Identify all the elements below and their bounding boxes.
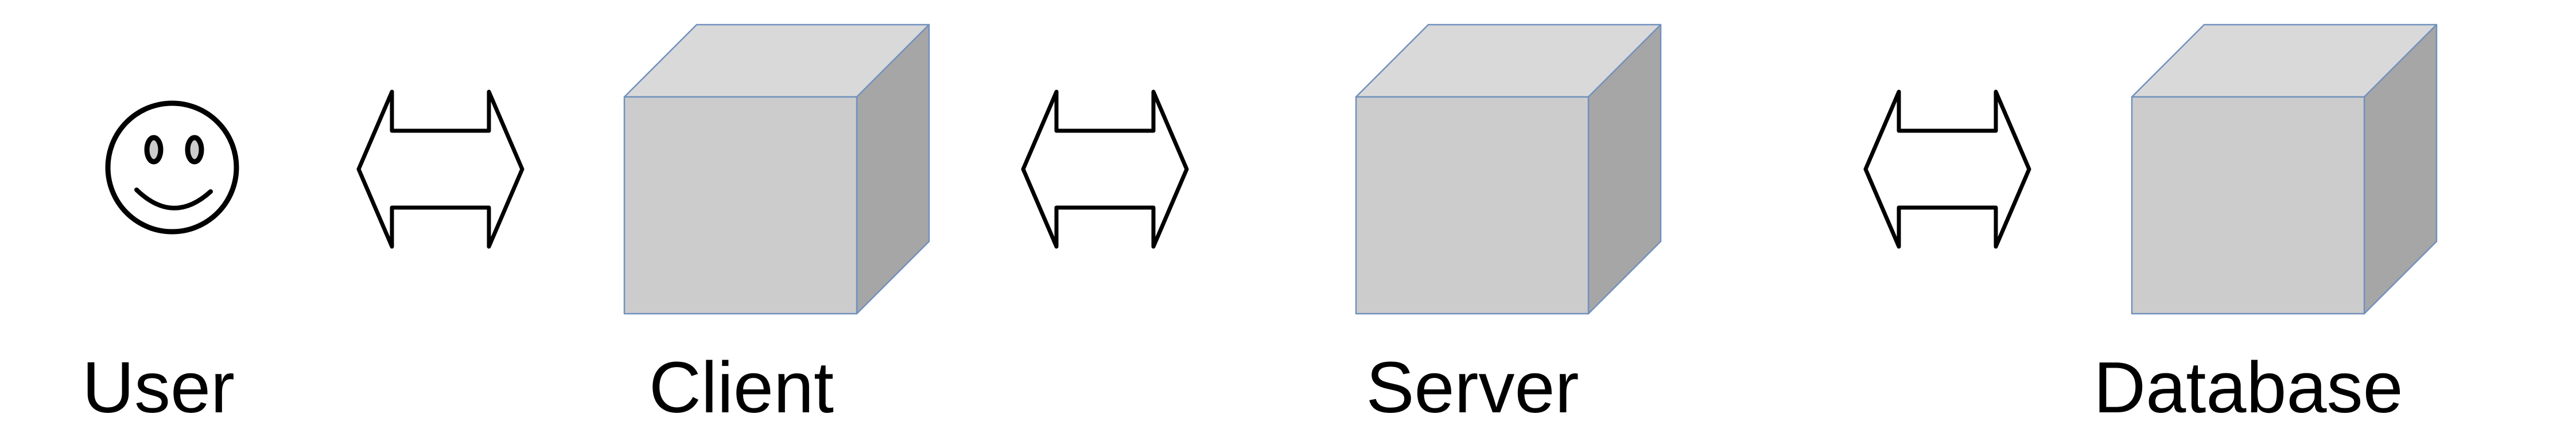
smiley-face-icon	[105, 100, 239, 235]
cube-server-front-face	[1355, 96, 1590, 315]
double-arrow-server-database-icon	[1863, 89, 2031, 249]
cube-client-front-face	[623, 96, 858, 315]
node-server	[1355, 24, 1662, 315]
node-label-database: Database	[2093, 347, 2403, 428]
smiley-right-eye	[185, 135, 204, 165]
node-label-client: Client	[649, 347, 834, 428]
cube-database-front-face	[2131, 96, 2365, 315]
double-arrow-client-server-icon	[1021, 89, 1189, 249]
smiley-mouth	[134, 188, 213, 210]
node-user	[105, 100, 239, 235]
smiley-left-eye	[144, 135, 164, 165]
node-client	[623, 24, 930, 315]
double-arrow-user-client-icon	[356, 89, 524, 249]
node-label-server: Server	[1366, 347, 1579, 428]
node-label-user: User	[82, 347, 235, 428]
node-database	[2131, 24, 2438, 315]
